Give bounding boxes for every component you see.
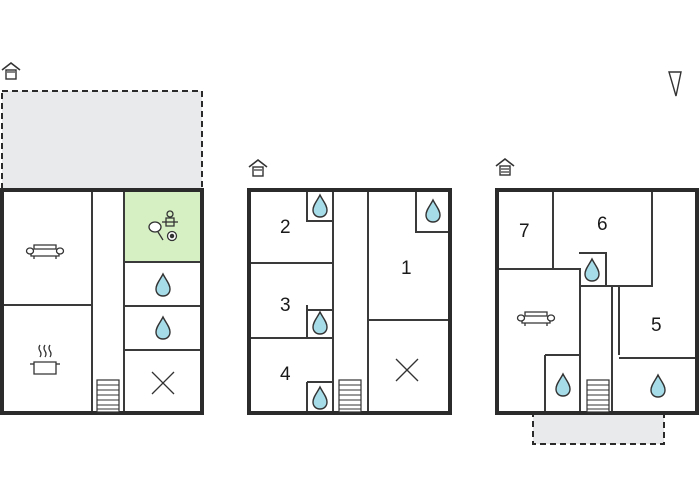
room-number: 7 (519, 221, 530, 242)
water-drop-icon (425, 199, 441, 223)
outer-walls-second (495, 188, 699, 415)
water-drop-icon (155, 316, 171, 340)
water-drop-icon (584, 258, 600, 282)
outer-walls-ground (0, 188, 204, 415)
outer-walls-first (247, 188, 452, 415)
staircase-icon (586, 379, 610, 413)
house-level-second-icon (495, 158, 515, 176)
cross-icon (151, 371, 175, 395)
floor-ground (0, 62, 204, 415)
cooking-pot-icon (30, 344, 60, 375)
balcony (532, 412, 665, 445)
room-number: 4 (280, 364, 291, 385)
terrace (1, 90, 203, 191)
house-level-first-icon (248, 159, 268, 177)
inner-walls-first (249, 190, 450, 413)
water-drop-icon (650, 374, 666, 398)
inner-walls-second (497, 190, 697, 413)
water-drop-icon (312, 386, 328, 410)
house-level-ground-icon (1, 62, 21, 80)
room-number: 3 (280, 295, 291, 316)
sofa-icon (25, 244, 65, 260)
water-drop-icon (555, 373, 571, 397)
room-number: 6 (597, 214, 608, 235)
water-drop-icon (312, 194, 328, 218)
room-number: 5 (651, 315, 662, 336)
room-number: 1 (401, 258, 412, 279)
floor-second: 7 6 5 (495, 158, 699, 445)
staircase-icon (96, 379, 120, 413)
table-football-pingpong-billiard-icon (148, 210, 178, 242)
staircase-icon (338, 379, 362, 413)
sofa-icon (516, 311, 556, 327)
water-drop-icon (155, 273, 171, 297)
water-drop-icon (312, 311, 328, 335)
north-arrow-triangle-icon (668, 71, 682, 97)
activity-room (124, 190, 202, 262)
cross-icon (395, 358, 419, 382)
floor-first: 2 3 4 1 (247, 159, 452, 415)
room-number: 2 (280, 217, 291, 238)
inner-walls-ground (3, 190, 202, 413)
